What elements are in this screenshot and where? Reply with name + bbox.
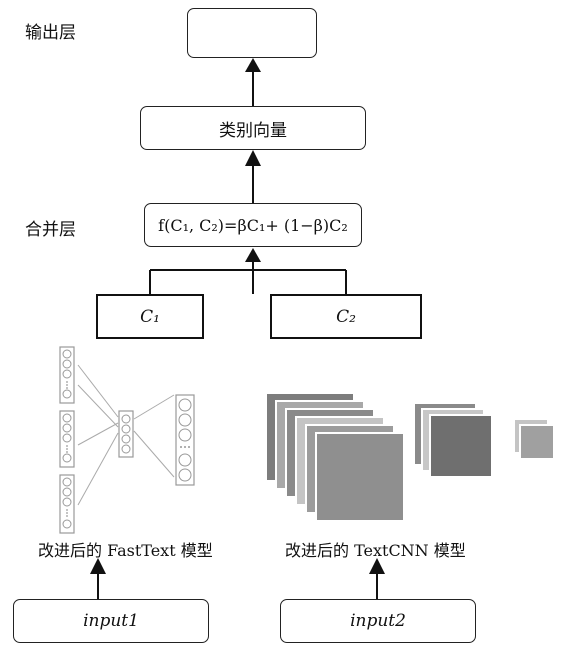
fasttext-input-column-3 <box>59 474 75 534</box>
arrowhead-textcnn <box>369 558 385 574</box>
c2-box: C₂ <box>270 294 422 339</box>
textcnn-caption: 改进后的 TextCNN 模型 <box>285 541 466 560</box>
c1-box: C₁ <box>96 294 204 339</box>
output-layer-label: 输出层 <box>25 23 76 43</box>
textcnn-conv-stack-medium <box>413 402 493 478</box>
fasttext-caption: 改进后的 FastText 模型 <box>38 541 213 560</box>
fasttext-hidden-column <box>118 410 134 458</box>
fasttext-input-column-2 <box>59 410 75 468</box>
merge-layer-label: 合并层 <box>25 220 76 240</box>
arrowhead-output <box>245 58 261 72</box>
input2-box: input2 <box>280 599 476 643</box>
input1-box: input1 <box>13 599 209 643</box>
textcnn-layers-illustration <box>265 392 555 522</box>
input2-text: input2 <box>350 611 406 631</box>
category-vector-box: 类别向量 <box>140 106 366 150</box>
output-box <box>187 8 317 58</box>
category-vector-text: 类别向量 <box>219 120 287 141</box>
fasttext-output-column <box>175 394 195 486</box>
arrowhead-fasttext <box>90 558 106 574</box>
c1-text: C₁ <box>140 306 160 327</box>
fasttext-input-column-1 <box>59 346 75 404</box>
input1-text: input1 <box>83 611 139 631</box>
arrowhead-category <box>245 150 261 166</box>
merge-formula-text: f(C₁, C₂)=βC₁+ (1−β)C₂ <box>158 215 348 235</box>
c2-text: C₂ <box>336 306 356 327</box>
merge-formula-box: f(C₁, C₂)=βC₁+ (1−β)C₂ <box>144 203 362 247</box>
textcnn-conv-stack-large <box>265 392 405 522</box>
fasttext-network-illustration <box>59 346 195 534</box>
textcnn-pool-stack-small <box>513 418 555 460</box>
arrowhead-merge <box>245 248 261 262</box>
